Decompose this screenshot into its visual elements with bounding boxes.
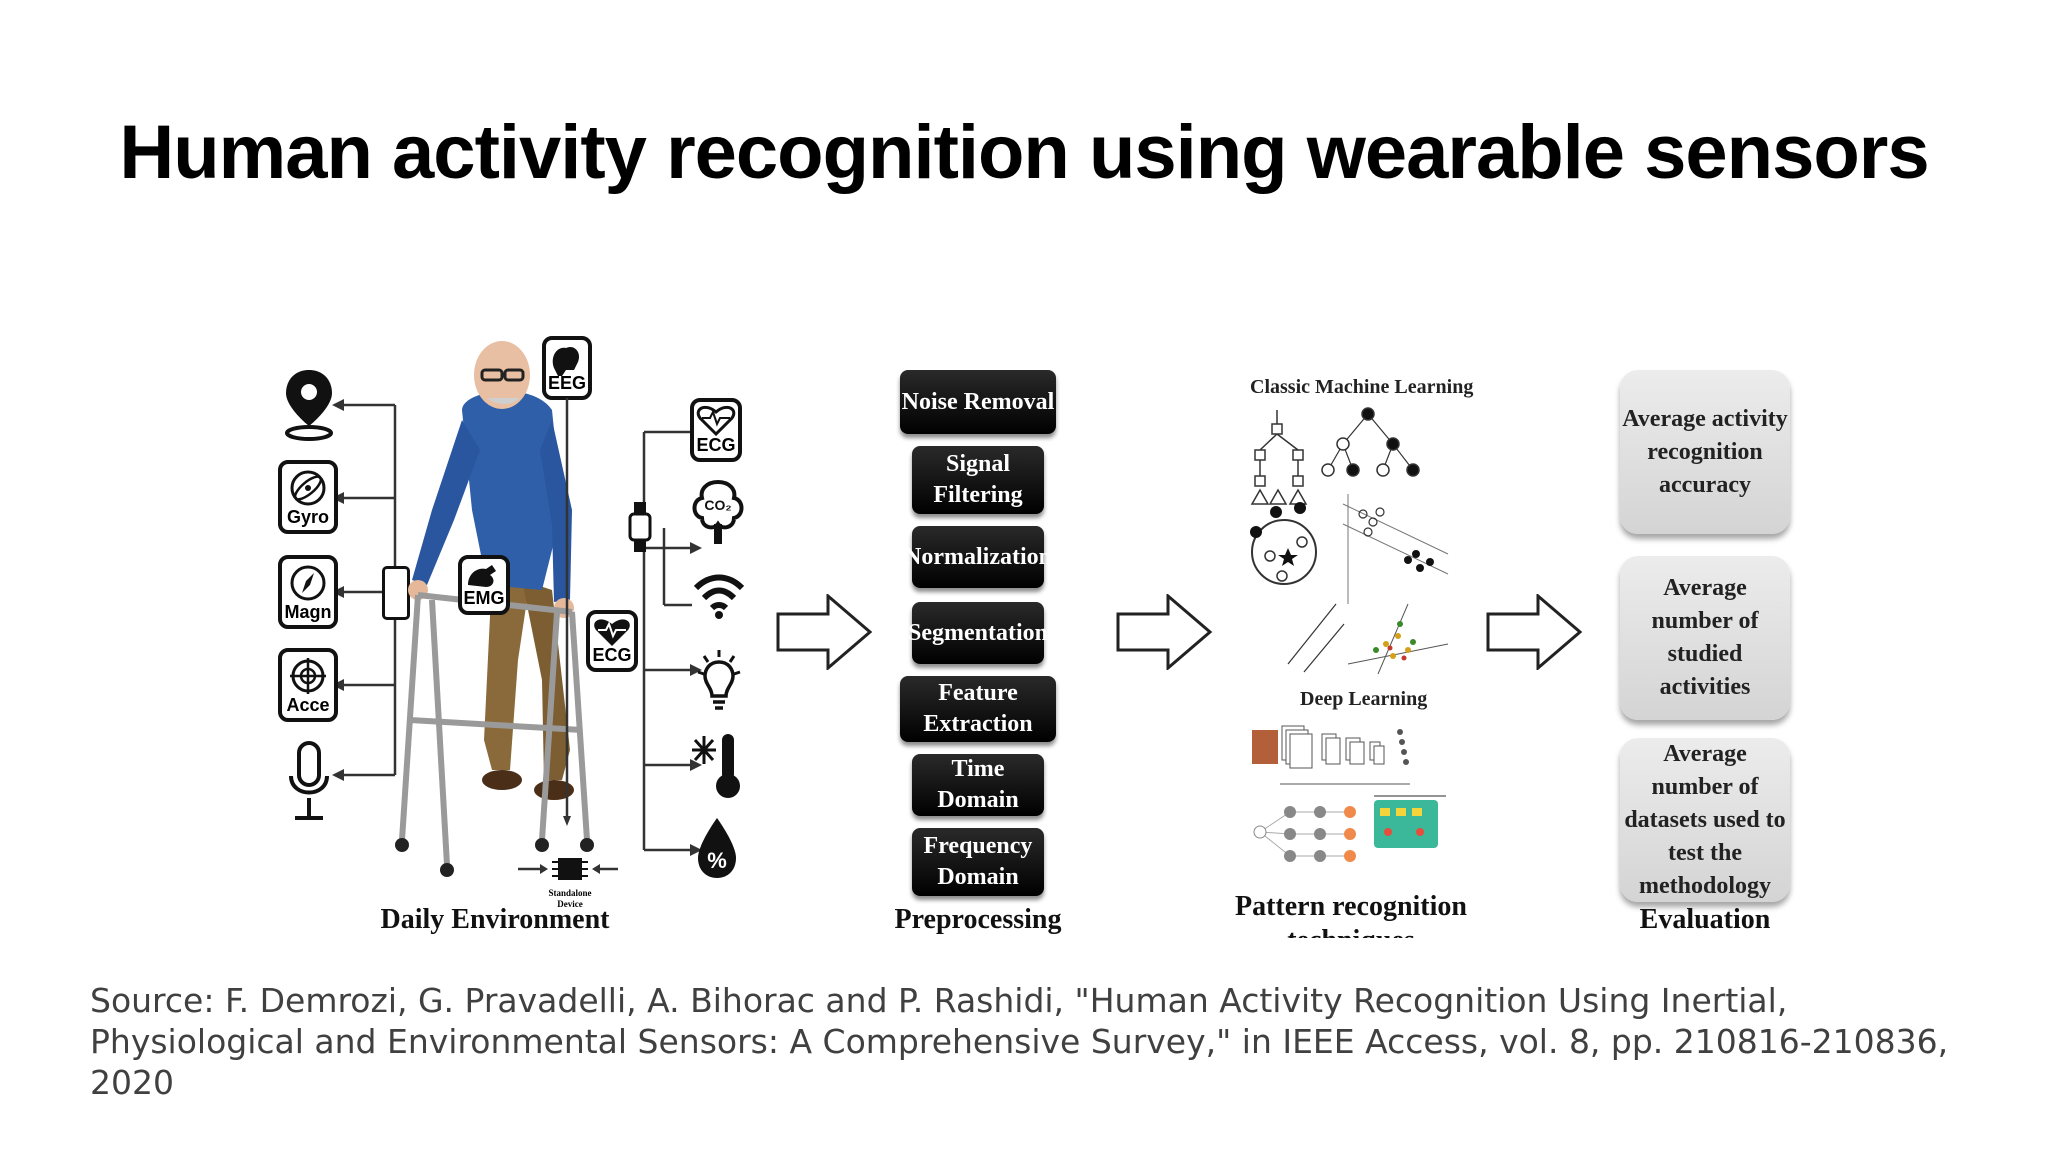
magnetometer-label: Magn [284, 602, 332, 622]
environment-label: Daily Environment [380, 904, 610, 935]
accelerometer-label: Acce [286, 695, 330, 715]
co2-label: CO₂ [704, 497, 731, 513]
metric-recognition-accuracy: Average activity recognition accuracy [1620, 370, 1790, 534]
evaluation-label: Evaluation [1639, 904, 1771, 935]
metric-datasets-used: Average number of datasets used to test … [1620, 738, 1790, 902]
elderly-person-with-walker [395, 341, 594, 877]
standalone-device-icon [552, 858, 588, 880]
step-time-domain: Time Domain [912, 754, 1044, 816]
step-noise-removal: Noise Removal [900, 370, 1056, 434]
deep-learning-label: Deep Learning [1300, 688, 1428, 710]
gyroscope-icon [290, 470, 326, 506]
source-citation: Source: F. Demrozi, G. Pravadelli, A. Bi… [90, 981, 1949, 1102]
device-connectors [518, 864, 618, 874]
heart-icon [594, 619, 630, 646]
eeg-label: EEG [547, 373, 586, 393]
flow-arrow-1 [776, 594, 873, 670]
standalone-label-line1: Standalone [548, 888, 592, 898]
step-normalization: Normalization [904, 526, 1052, 588]
heart-monitor-icon [696, 405, 736, 436]
classic-ml-illustration [1250, 407, 1449, 675]
microphone-icon [289, 741, 329, 820]
thermometer-icon [692, 734, 740, 798]
eeg-sensor: EEG [542, 336, 592, 400]
step-frequency-domain: Frequency Domain [912, 828, 1044, 896]
compass-icon [290, 565, 326, 601]
muscle-icon [468, 565, 496, 587]
standalone-label-line2: Device [557, 899, 583, 909]
body-ecg-sensor: ECG [586, 610, 638, 672]
magnetometer-sensor: Magn [278, 555, 338, 629]
metric-studied-activities: Average number of studied activities [1620, 556, 1790, 720]
accelerometer-icon [290, 658, 326, 694]
body-ecg-label: ECG [592, 645, 632, 665]
smartwatch-icon [628, 502, 652, 552]
wifi-icon [694, 574, 744, 619]
emg-label: EMG [463, 588, 505, 608]
step-segmentation: Segmentation [908, 602, 1048, 664]
humidity-label: % [707, 848, 727, 873]
co2-tree-icon: CO₂ [692, 479, 744, 544]
standalone-device-label: Standalone Device [530, 888, 610, 910]
ambient-ecg-sensor: ECG [690, 398, 742, 462]
deep-learning-illustration [1252, 725, 1446, 862]
gyroscope-sensor: Gyro [278, 460, 338, 534]
left-sensor-connectors [332, 399, 397, 781]
preprocessing-label: Preprocessing [894, 904, 1062, 935]
slide-title: Human activity recognition using wearabl… [119, 110, 1929, 195]
emg-sensor: EMG [458, 555, 510, 615]
accelerometer-sensor: Acce [278, 648, 338, 722]
pattern-recognition-label: Pattern recognition techniques [1235, 891, 1467, 938]
brain-icon [552, 346, 580, 376]
humidity-drop-icon: % [698, 818, 736, 878]
flow-arrow-3 [1486, 594, 1583, 670]
location-pin-icon [285, 370, 333, 441]
flow-arrow-2 [1116, 594, 1213, 670]
ambient-ecg-label: ECG [696, 435, 736, 455]
step-feature-extraction: Feature Extraction [900, 676, 1056, 742]
gyroscope-label: Gyro [286, 507, 329, 527]
step-signal-filtering: Signal Filtering [912, 446, 1044, 514]
classic-ml-label: Classic Machine Learning [1250, 376, 1474, 398]
light-bulb-icon [697, 650, 741, 710]
eeg-connector [563, 398, 571, 826]
